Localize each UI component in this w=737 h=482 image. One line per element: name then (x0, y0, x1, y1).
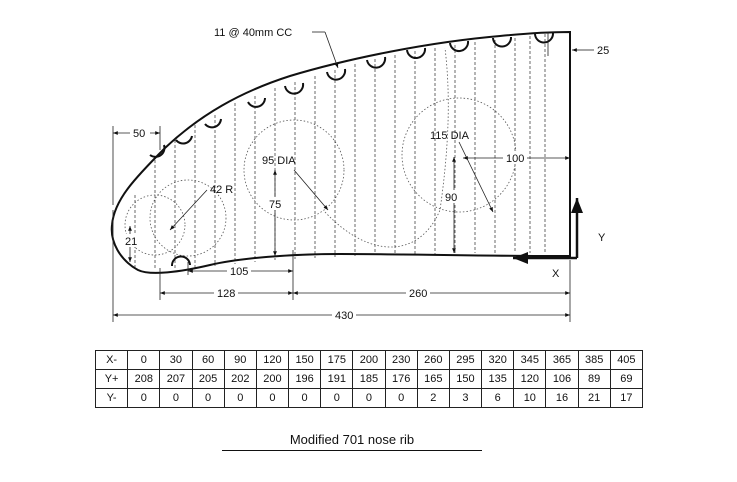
table-cell: 0 (127, 388, 161, 408)
table-cell: 10 (513, 388, 547, 408)
table-cell: 0 (384, 388, 418, 408)
table-cell: 0 (223, 388, 257, 408)
table-cell: 405 (609, 350, 644, 370)
row-label: Y- (94, 388, 129, 408)
dim-75: 75 (269, 199, 281, 211)
table-cell: 260 (416, 350, 450, 370)
table-cell: 205 (191, 369, 225, 389)
table-cell: 120 (513, 369, 547, 389)
table-cell: 69 (609, 369, 644, 389)
dim-42r: 42 R (210, 184, 233, 196)
table-cell: 106 (545, 369, 579, 389)
dim-95dia: 95 DIA (262, 155, 296, 167)
dim-128: 128 (217, 288, 235, 300)
lightening-hole-95dia (243, 119, 345, 221)
table-cell: 365 (545, 350, 579, 370)
table-cell: 0 (159, 388, 193, 408)
table-cell: 21 (577, 388, 611, 408)
dim-105: 105 (230, 266, 248, 278)
nose-hole (124, 194, 186, 256)
table-cell: 6 (481, 388, 515, 408)
table-cell: 0 (191, 388, 225, 408)
table-cell: 385 (577, 350, 611, 370)
table-cell: 345 (513, 350, 547, 370)
table-cell: 30 (159, 350, 193, 370)
table-cell: 185 (352, 369, 386, 389)
table-cell: 2 (416, 388, 450, 408)
y-axis-label: Y (598, 232, 606, 244)
stringer-notches (149, 32, 555, 267)
dim-260: 260 (409, 288, 427, 300)
table-cell: 295 (448, 350, 483, 370)
inner-web-arc (324, 47, 449, 248)
holes-label: 11 @ 40mm CC (214, 27, 292, 39)
dim-50: 50 (133, 128, 145, 140)
table-cell: 200 (352, 350, 386, 370)
table-cell: 0 (255, 388, 290, 408)
table-cell: 208 (127, 369, 161, 389)
table-cell: 200 (255, 369, 290, 389)
x-axis-label: X (552, 268, 560, 280)
table-cell: 0 (288, 388, 322, 408)
table-cell: 16 (545, 388, 579, 408)
lightening-hole-42r (149, 179, 227, 257)
dim-100: 100 (506, 153, 524, 165)
table-cell: 196 (288, 369, 322, 389)
table-cell: 202 (223, 369, 257, 389)
dim-21: 21 (125, 236, 137, 248)
dim-430: 430 (335, 310, 353, 322)
table-cell: 3 (448, 388, 483, 408)
dim-25: 25 (597, 45, 609, 57)
table-cell: 191 (320, 369, 354, 389)
table-cell: 165 (416, 369, 450, 389)
table-cell: 150 (448, 369, 483, 389)
table-cell: 150 (288, 350, 322, 370)
table-cell: 89 (577, 369, 611, 389)
table-cell: 176 (384, 369, 418, 389)
rib-outline (110, 30, 571, 274)
table-cell: 60 (191, 350, 225, 370)
table-cell: 0 (320, 388, 354, 408)
table-cell: 0 (352, 388, 386, 408)
table-cell: 0 (127, 350, 161, 370)
station-lines (134, 34, 546, 270)
table-cell: 17 (609, 388, 644, 408)
table-cell: 207 (159, 369, 193, 389)
row-label: Y+ (94, 369, 129, 389)
dim-115dia: 115 DIA (430, 130, 470, 142)
table-cell: 320 (481, 350, 515, 370)
row-label: X- (94, 350, 129, 370)
table-cell: 120 (255, 350, 290, 370)
table-cell: 230 (384, 350, 418, 370)
drawing-caption: Modified 701 nose rib (222, 432, 482, 451)
table-cell: 175 (320, 350, 354, 370)
table-cell: 135 (481, 369, 515, 389)
table-cell: 90 (223, 350, 257, 370)
dim-90: 90 (445, 192, 457, 204)
